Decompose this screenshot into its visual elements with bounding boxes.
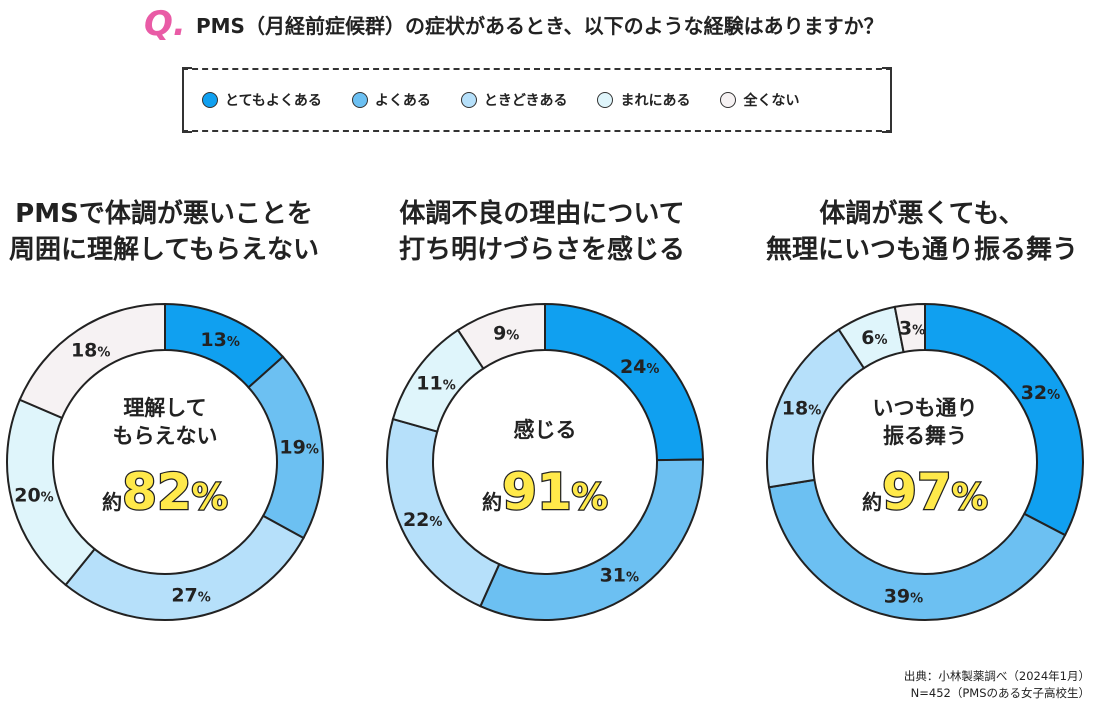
- slice-value-label: 27%: [171, 584, 210, 606]
- chart-title-line: PMSで体調が悪いことを: [15, 199, 313, 229]
- source-line-1: 出典：小林製薬調べ（2024年1月）: [903, 669, 1090, 683]
- center-label: 感じる: [514, 418, 577, 442]
- donut-slice: [18, 302, 166, 420]
- center-label: いつも通り: [873, 396, 978, 420]
- center-label: もらえない: [113, 424, 218, 448]
- question-text: PMS（月経前症候群）の症状があるとき、以下のような経験はありますか？: [196, 14, 884, 38]
- donut-slice: [456, 302, 546, 370]
- slice-value-label: 13%: [200, 329, 239, 351]
- legend-label: 全くない: [743, 93, 800, 109]
- legend-swatch: [597, 92, 614, 108]
- legend: とてもよくある よくある ときどきある まれにある 全くない: [182, 67, 892, 133]
- legend-label: まれにある: [620, 93, 691, 109]
- slice-value-label: 6%: [861, 327, 887, 349]
- legend-item: 全くない: [720, 90, 799, 110]
- legend-item: まれにある: [597, 90, 690, 110]
- source-line-2: N=452（PMSのある女子高校生）: [910, 686, 1090, 700]
- slice-value-label: 18%: [71, 339, 110, 361]
- slice-value-label: 39%: [884, 585, 923, 607]
- chart-title-line: 体調不良の理由について: [399, 199, 685, 229]
- chart-title-line: 無理にいつも通り振る舞う: [765, 235, 1078, 265]
- slice-value-label: 19%: [279, 437, 318, 459]
- chart-title-2: 体調不良の理由について打ち明けづらさを感じる: [362, 196, 722, 268]
- slice-value-label: 24%: [620, 356, 659, 378]
- chart-title-line: 体調が悪くても、: [819, 199, 1025, 229]
- legend-swatch: [351, 92, 368, 108]
- center-value: 約82%: [102, 463, 228, 521]
- slice-value-label: 32%: [1021, 382, 1060, 404]
- legend-item: ときどきある: [460, 90, 568, 110]
- slice-value-label: 3%: [899, 318, 925, 340]
- center-value: 約97%: [862, 463, 988, 521]
- slice-value-label: 31%: [600, 565, 639, 587]
- slice-value-label: 9%: [493, 323, 519, 345]
- legend-item: とてもよくある: [202, 90, 322, 110]
- center-label: 理解して: [123, 396, 206, 420]
- slice-value-label: 22%: [403, 509, 442, 531]
- chart-title-line: 打ち明けづらさを感じる: [398, 235, 685, 265]
- donut-slice: [893, 302, 926, 354]
- donut-slice: [479, 458, 704, 621]
- center-label: 振る舞う: [883, 424, 967, 448]
- slice-value-label: 18%: [782, 397, 821, 419]
- chart-title-3: 体調が悪くても、無理にいつも通り振る舞う: [742, 196, 1102, 268]
- legend-swatch: [202, 92, 218, 108]
- legend-swatch: [460, 92, 477, 108]
- donut-slice: [767, 478, 1067, 621]
- legend-label: とてもよくある: [225, 93, 322, 109]
- chart-title-1: PMSで体調が悪いことを周囲に理解してもらえない: [0, 196, 344, 268]
- legend-label: よくある: [374, 93, 431, 109]
- center-value: 約91%: [482, 463, 608, 521]
- slice-value-label: 20%: [14, 484, 53, 506]
- slice-value-label: 11%: [416, 372, 455, 394]
- legend-label: ときどきある: [483, 93, 568, 109]
- question-mark: Q.: [144, 4, 186, 44]
- legend-item: よくある: [351, 90, 431, 110]
- chart-title-line: 周囲に理解してもらえない: [9, 235, 319, 265]
- source-note: 出典：小林製薬調べ（2024年1月） N=452（PMSのある女子高校生）: [904, 668, 1090, 702]
- legend-swatch: [720, 92, 737, 108]
